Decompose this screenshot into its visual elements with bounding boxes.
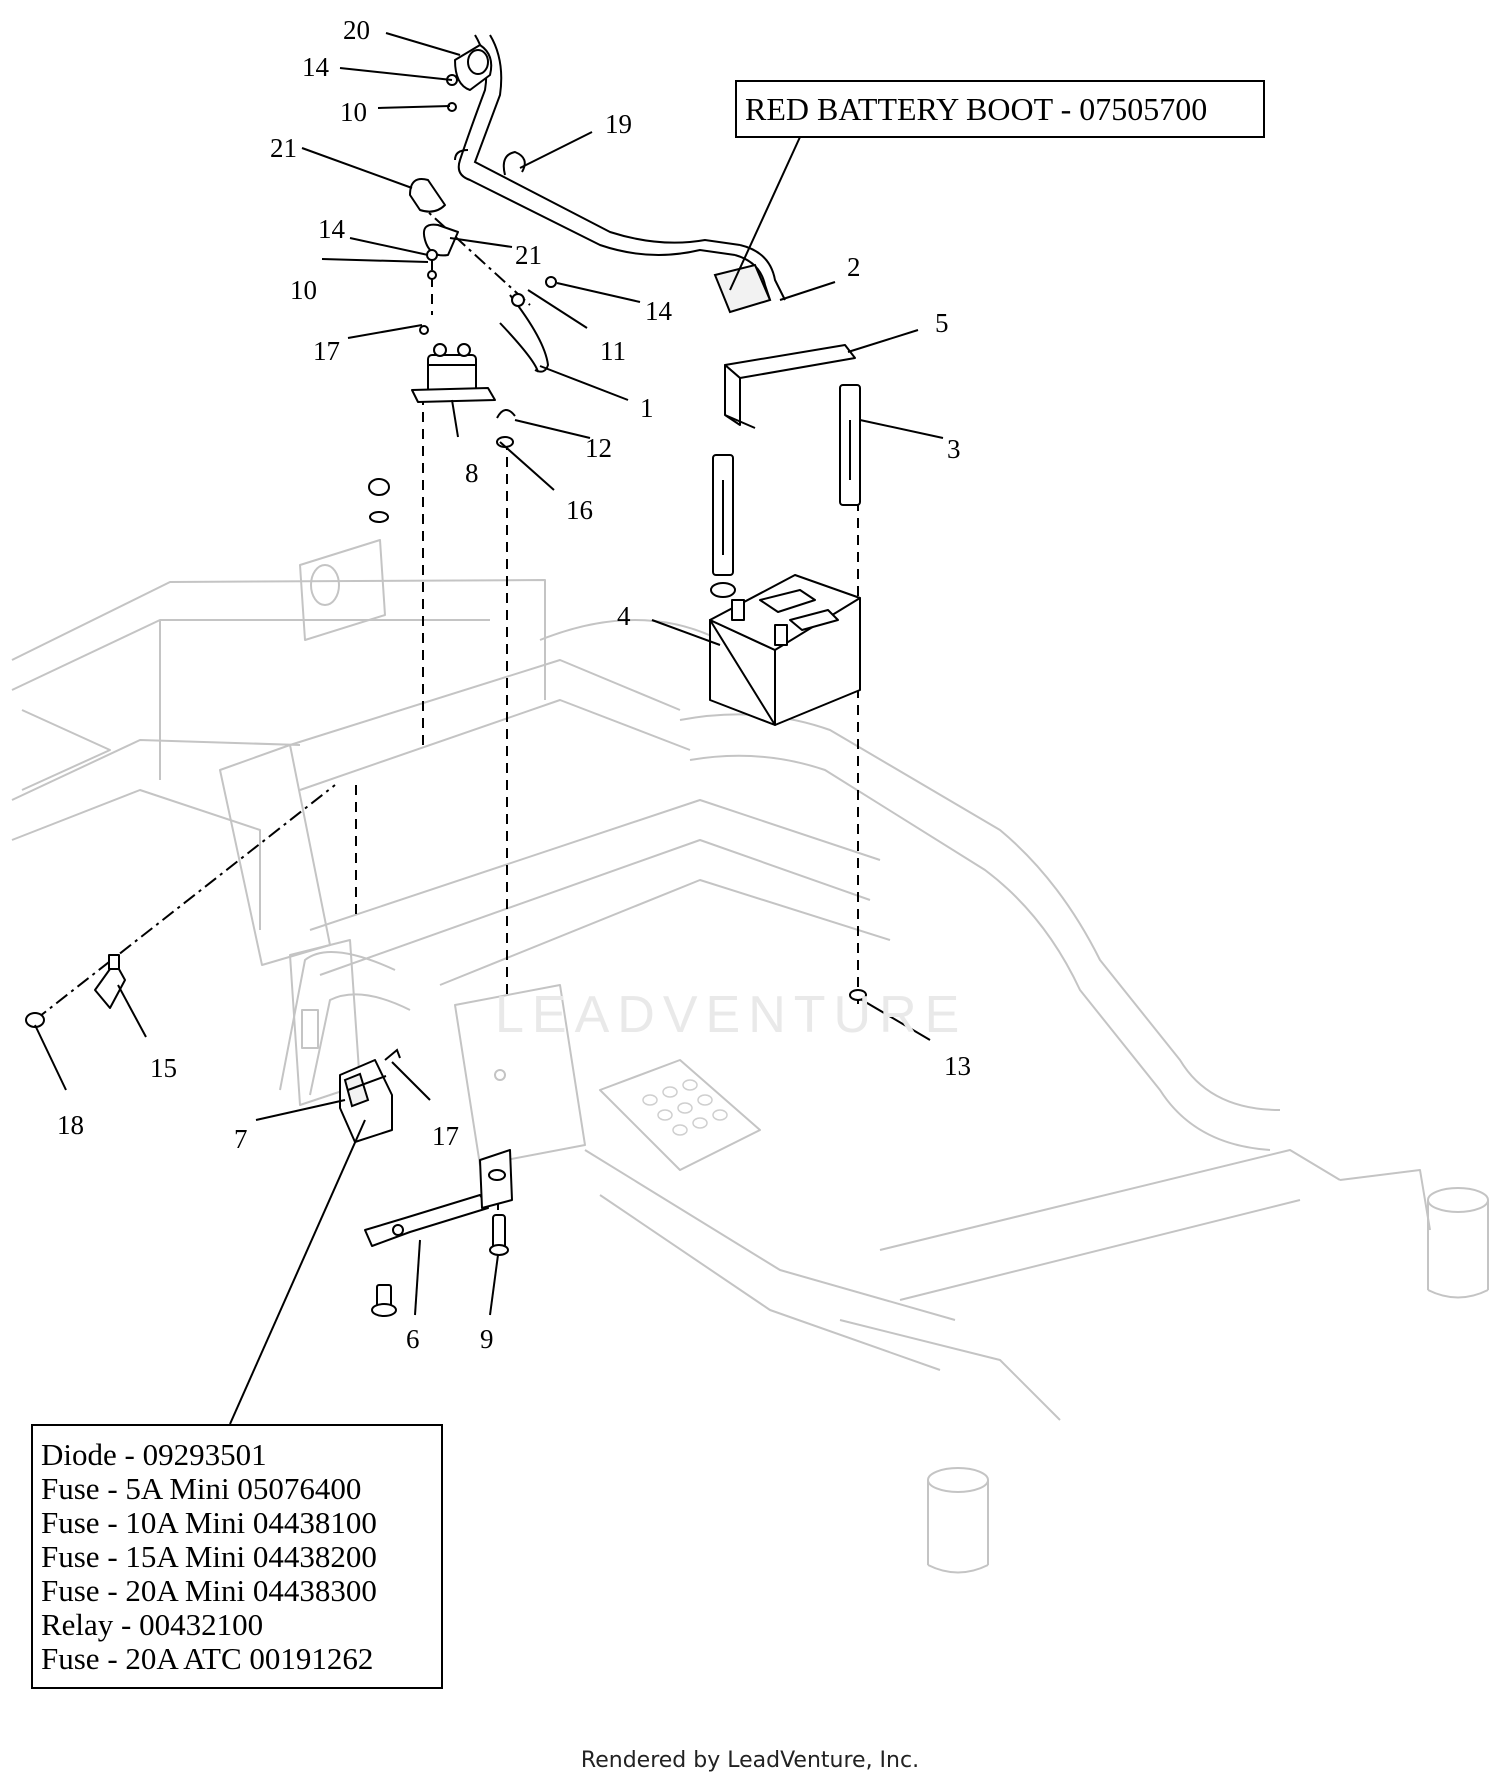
cable-terminal-20	[454, 44, 493, 91]
screw-18	[25, 1012, 45, 1028]
battery-boot-note: RED BATTERY BOOT - 07505700	[735, 80, 1265, 138]
footer-credit: Rendered by LeadVenture, Inc.	[580, 1748, 920, 1773]
callout-10-top: 10	[340, 97, 367, 127]
callout-7: 7	[234, 1124, 248, 1154]
harness-bracket-6	[364, 1149, 513, 1247]
parts-note-line: Diode - 09293501	[41, 1437, 267, 1472]
nut-washer	[368, 478, 390, 523]
callout-numbers: 20 14 10 19 21 14 21 10 14 2 5 17 11 1 3…	[57, 15, 971, 1354]
battery-boot	[713, 263, 772, 314]
callout-14-top: 14	[302, 52, 330, 82]
assembly-lines	[34, 199, 859, 1210]
diode-clip-15	[94, 954, 126, 1009]
battery-hold-down-5	[724, 344, 856, 429]
bolt-9	[489, 1214, 509, 1256]
callout-17-top: 17	[313, 336, 340, 366]
battery-4	[709, 574, 861, 726]
callout-9: 9	[480, 1324, 494, 1354]
callout-12: 12	[585, 433, 612, 463]
callout-6: 6	[406, 1324, 420, 1354]
battery-rod-3	[839, 384, 861, 506]
battery-rod-left	[710, 454, 736, 598]
callout-20: 20	[343, 15, 370, 45]
callout-11: 11	[600, 336, 626, 366]
cable-clip-19	[502, 150, 526, 176]
callout-1: 1	[640, 393, 654, 423]
callout-4: 4	[617, 601, 631, 631]
foot-plate-holes	[642, 1079, 728, 1136]
terminal-cover-21	[409, 178, 459, 257]
parts-note-line: Fuse - 20A Mini 04438300	[41, 1573, 377, 1608]
callout-5: 5	[935, 308, 949, 338]
callout-17-bottom: 17	[432, 1121, 459, 1151]
mower-frame	[11, 539, 1489, 1574]
callout-21-mid: 21	[515, 240, 542, 270]
fuse-block-7	[339, 1059, 393, 1143]
callout-14-right: 14	[645, 296, 673, 326]
nut-13	[849, 989, 867, 1001]
screw-17-lower	[384, 1048, 401, 1061]
carriage-bolt	[371, 1284, 397, 1317]
callout-3: 3	[947, 434, 961, 464]
parts-note-line: Relay - 00432100	[41, 1607, 264, 1642]
callout-8: 8	[465, 458, 479, 488]
callout-13: 13	[944, 1051, 971, 1081]
ground-cable-1	[499, 293, 550, 373]
parts-note-line: Fuse - 5A Mini 05076400	[41, 1471, 362, 1506]
parts-note-line: Fuse - 15A Mini 04438200	[41, 1539, 377, 1574]
parts-note-line: Fuse - 20A ATC 00191262	[41, 1641, 374, 1676]
callout-16: 16	[566, 495, 593, 525]
callout-14-mid: 14	[318, 214, 346, 244]
callout-18: 18	[57, 1110, 84, 1140]
callout-21-top: 21	[270, 133, 297, 163]
hardware-12-16	[496, 409, 516, 448]
callout-19: 19	[605, 109, 632, 139]
callout-15: 15	[150, 1053, 177, 1083]
starter-solenoid-8	[411, 325, 496, 403]
parts-note-line: Fuse - 10A Mini 04438100	[41, 1505, 377, 1540]
callout-10-mid: 10	[290, 275, 317, 305]
leader-lines	[34, 32, 944, 1425]
callout-2: 2	[847, 252, 861, 282]
parts-note: Diode - 09293501 Fuse - 5A Mini 05076400…	[31, 1424, 443, 1689]
watermark: LEADVENTURE	[495, 986, 968, 1044]
